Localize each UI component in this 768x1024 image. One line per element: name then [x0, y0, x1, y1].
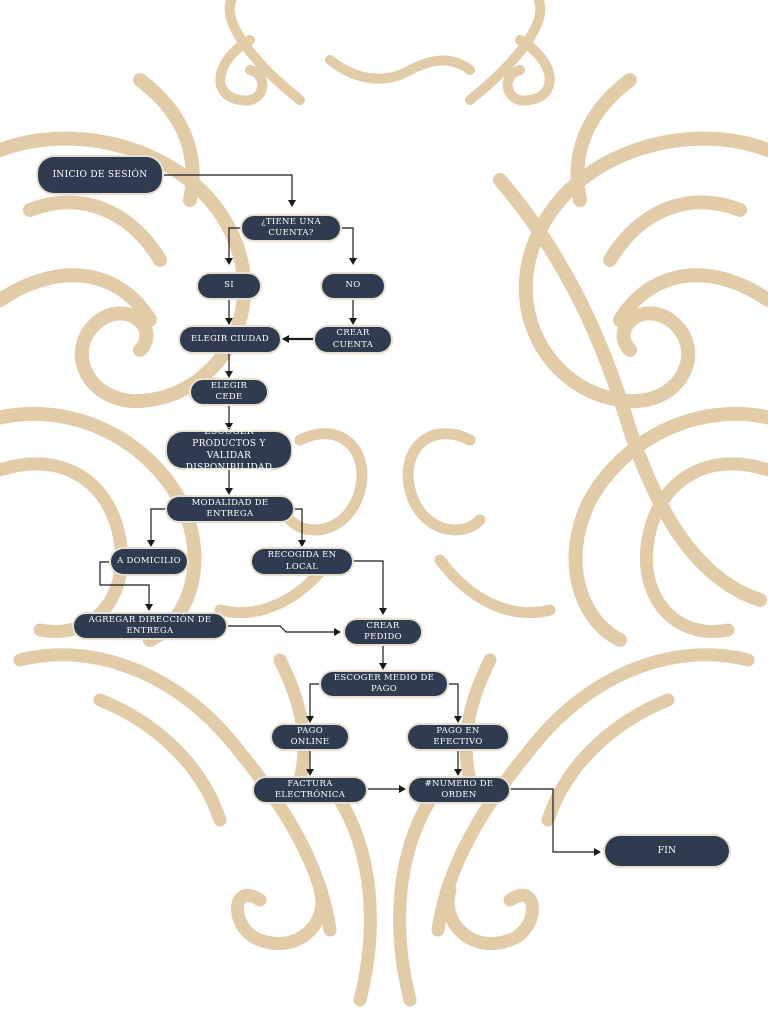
node-numero-orden: #NUMERO DE ORDEN — [409, 778, 509, 802]
node-crear-cuenta: CREAR CUENTA — [315, 327, 391, 352]
node-agregar-direccion: AGREGAR DIRECCIÓN DE ENTREGA — [74, 614, 226, 638]
node-pago-online: PAGO ONLINE — [272, 725, 348, 749]
node-modalidad-entrega: MODALIDAD DE ENTREGA — [167, 497, 293, 521]
node-crear-pedido: CREAR PEDIDO — [345, 620, 421, 644]
node-no: NO — [322, 274, 384, 298]
node-inicio-sesion: INICIO DE SESIÓN — [38, 157, 162, 193]
node-recogida-local: RECOGIDA EN LOCAL — [252, 549, 352, 574]
node-si: SI — [198, 274, 260, 298]
node-factura-electronica: FACTURA ELECTRÓNICA — [254, 778, 366, 802]
node-fin: FIN — [605, 836, 729, 866]
node-a-domicilio: A DOMICILIO — [111, 549, 187, 574]
node-elegir-ciudad: ELEGIR CIUDAD — [180, 327, 280, 352]
node-escoger-medio-pago: ESCOGER MEDIO DE PAGO — [321, 672, 447, 696]
node-tiene-cuenta: ¿TIENE UNA CUENTA? — [242, 216, 340, 240]
node-elegir-cede: ELEGIR CEDE — [191, 380, 267, 404]
node-escoger-productos: ESCOGER PRODUCTOS Y VALIDAR DISPONIBILID… — [167, 427, 291, 473]
node-pago-efectivo: PAGO EN EFECTIVO — [408, 725, 508, 749]
